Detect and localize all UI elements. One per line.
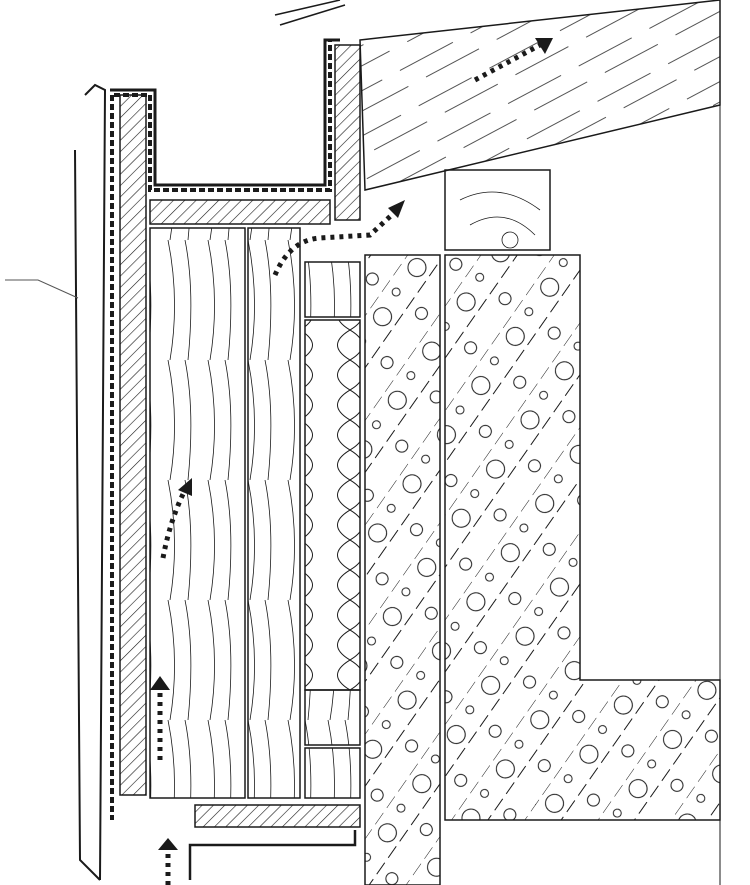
cladding-panel <box>74 83 107 881</box>
timber-block-small <box>304 747 361 799</box>
timber-block-bottom <box>304 689 361 746</box>
top-plate <box>149 199 331 225</box>
battens <box>119 94 147 796</box>
arrow-top <box>272 210 397 277</box>
window-frame-profile <box>110 38 340 187</box>
bottom-flashing <box>188 830 357 880</box>
concrete-column <box>444 254 721 821</box>
timber-beam <box>444 169 551 251</box>
leader-line <box>5 279 79 299</box>
batten-upper <box>334 44 361 221</box>
roof-timber <box>359 0 721 191</box>
membrane <box>114 40 332 192</box>
timber-stud-right <box>247 227 301 799</box>
arrow-roof <box>473 42 542 83</box>
arrow-mid <box>160 488 188 559</box>
roof-covering <box>274 0 346 26</box>
ventilation-arrows <box>150 38 553 885</box>
timber-stud-left <box>149 227 246 799</box>
insulation <box>304 319 361 691</box>
concrete-wall <box>364 254 441 885</box>
timber-block-top <box>304 261 361 318</box>
bottom-plate <box>194 804 361 828</box>
